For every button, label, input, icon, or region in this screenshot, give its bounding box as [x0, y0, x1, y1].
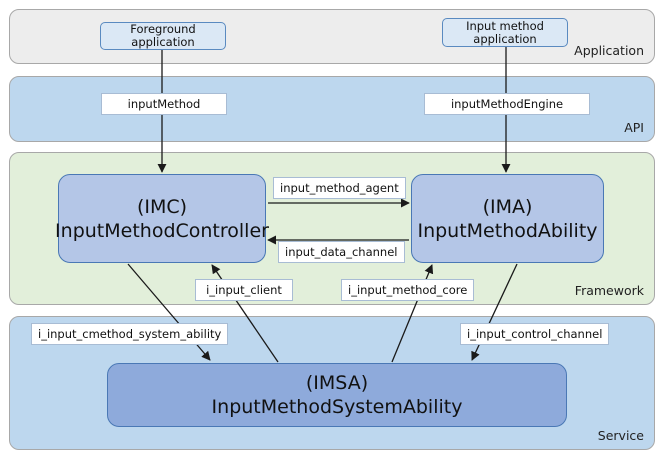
i-input-client-label: i_input_client [195, 279, 293, 301]
input-method-application-line1: Input method [466, 18, 544, 33]
foreground-application-line2: application [131, 35, 195, 49]
i-input-method-core-label: i_input_method_core [341, 279, 475, 301]
input-data-channel-label: input_data_channel [278, 241, 405, 263]
foreground-application-line1: Foreground [130, 22, 196, 36]
i-input-cmethod-system-ability-label: i_input_cmethod_system_ability [31, 323, 229, 345]
ima-name: InputMethodAbility [417, 219, 598, 242]
service-layer-label: Service [597, 428, 644, 443]
ima-component: (IMA) InputMethodAbility [411, 174, 604, 263]
framework-layer-label: Framework [574, 283, 644, 298]
imc-name: InputMethodController [55, 219, 269, 242]
imc-component: (IMC) InputMethodController [55, 174, 269, 263]
foreground-application-box: Foreground application [100, 22, 226, 50]
input-method-application-box: Input method application [442, 18, 568, 47]
input-method-application-line2: application [473, 31, 537, 46]
input-method-agent-label: input_method_agent [273, 177, 406, 199]
imsa-abbrev: (IMSA) [305, 372, 369, 394]
imsa-name: InputMethodSystemAbility [211, 396, 463, 418]
i-input-control-channel-label: i_input_control_channel [460, 323, 610, 345]
api-layer-label: API [624, 120, 644, 135]
input-method-api-label: inputMethod [101, 93, 227, 115]
input-method-engine-api-label: inputMethodEngine [424, 93, 590, 115]
application-layer-label: Application [574, 43, 644, 58]
imsa-component: (IMSA) InputMethodSystemAbility [107, 363, 567, 427]
imc-abbrev: (IMC) [136, 195, 188, 218]
ima-abbrev: (IMA) [482, 195, 533, 218]
ima-to-imsa-arrow [471, 263, 518, 361]
